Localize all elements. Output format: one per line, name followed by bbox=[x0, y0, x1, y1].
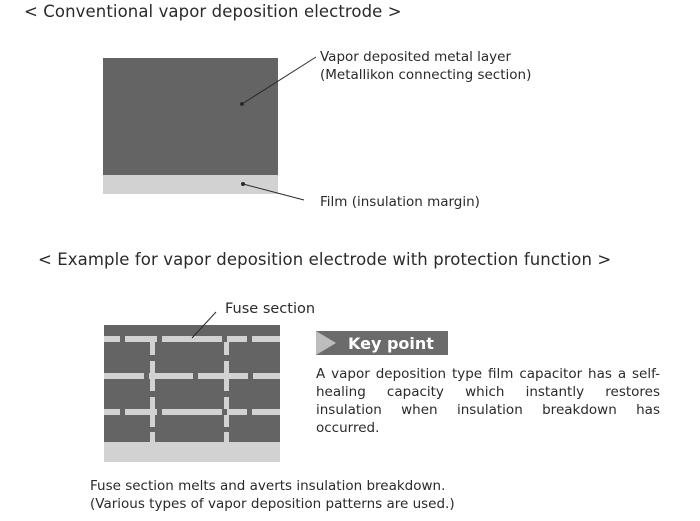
keypoint-text: A vapor deposition type film capacitor h… bbox=[316, 366, 660, 436]
keypoint-badge: Key point bbox=[316, 331, 448, 355]
conventional-metal-layer bbox=[103, 58, 278, 175]
protected-electrode bbox=[104, 325, 280, 462]
caption-line1: Fuse section melts and averts insulation… bbox=[90, 478, 446, 494]
label-film: Film (insulation margin) bbox=[320, 194, 480, 210]
keypoint-badge-label: Key point bbox=[348, 333, 434, 353]
label-fuse-section: Fuse section bbox=[225, 301, 316, 317]
metal-layer-leader bbox=[241, 56, 317, 105]
section1-title: < Conventional vapor deposition electrod… bbox=[24, 2, 402, 21]
label-metal-layer: Vapor deposited metal layer bbox=[320, 49, 512, 65]
section2-title: < Example for vapor deposition electrode… bbox=[38, 250, 612, 269]
fuse-leader bbox=[191, 311, 217, 339]
fuse-pattern bbox=[104, 336, 280, 442]
film-leader bbox=[242, 183, 305, 201]
label-metallikon: (Metallikon connecting section) bbox=[320, 67, 532, 83]
conventional-film-margin bbox=[103, 175, 278, 194]
protected-film-margin bbox=[104, 442, 280, 462]
arrow-icon bbox=[316, 331, 336, 355]
caption-line2: (Various types of vapor deposition patte… bbox=[90, 496, 455, 512]
protected-metal-layer bbox=[104, 325, 280, 442]
